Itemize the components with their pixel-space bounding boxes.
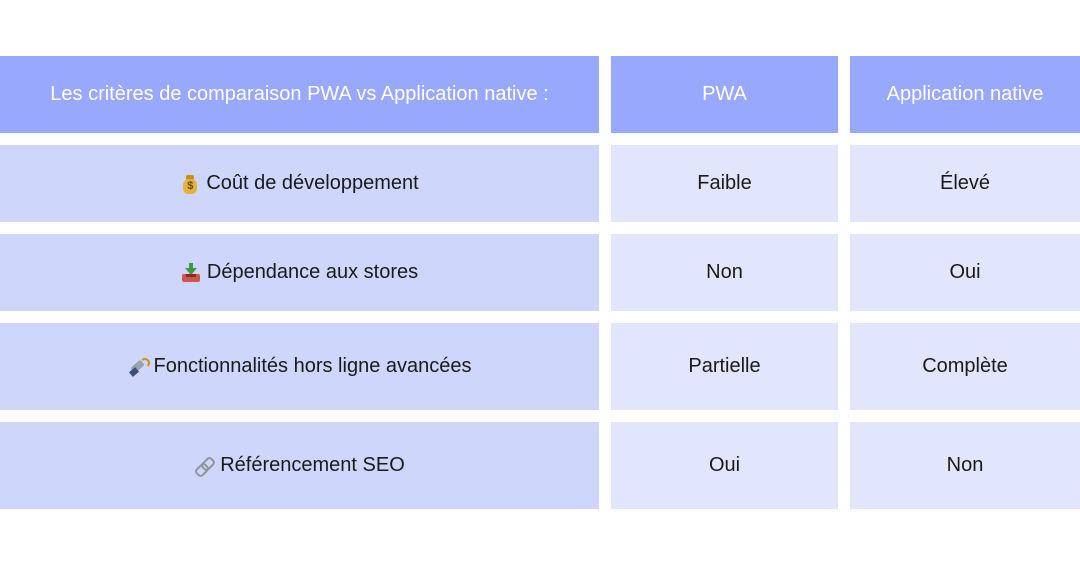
table-row: Fonctionnalités hors ligne avancées Part…	[0, 323, 1080, 410]
money-bag-icon: $	[180, 174, 200, 194]
pwa-value: Oui	[611, 422, 838, 509]
header-criteria: Les critères de comparaison PWA vs Appli…	[0, 56, 599, 133]
criterion-label: Référencement SEO	[220, 454, 405, 476]
inbox-icon	[181, 262, 201, 283]
header-native: Application native	[850, 56, 1080, 133]
criterion-cell: Fonctionnalités hors ligne avancées	[0, 323, 599, 410]
criterion-cell: Référencement SEO	[0, 422, 599, 509]
table-row: Dépendance aux stores Non Oui	[0, 234, 1080, 311]
pwa-value: Partielle	[611, 323, 838, 410]
criterion-cell: Dépendance aux stores	[0, 234, 599, 311]
header-pwa: PWA	[611, 56, 838, 133]
native-value: Complète	[850, 323, 1080, 410]
comparison-table: Les critères de comparaison PWA vs Appli…	[0, 56, 1080, 521]
native-value: Non	[850, 422, 1080, 509]
native-value: Élevé	[850, 145, 1080, 222]
criterion-label: Fonctionnalités hors ligne avancées	[153, 355, 472, 377]
satellite-icon	[128, 357, 150, 377]
native-value: Oui	[850, 234, 1080, 311]
pwa-value: Faible	[611, 145, 838, 222]
link-icon	[193, 455, 217, 478]
criterion-label: Dépendance aux stores	[206, 261, 419, 283]
table-row: Référencement SEO Oui Non	[0, 422, 1080, 509]
table-row: $ Coût de développement Faible Élevé	[0, 145, 1080, 222]
criterion-cell: $ Coût de développement	[0, 145, 599, 222]
criterion-label: Coût de développement	[206, 172, 419, 194]
pwa-value: Non	[611, 234, 838, 311]
table-header-row: Les critères de comparaison PWA vs Appli…	[0, 56, 1080, 133]
